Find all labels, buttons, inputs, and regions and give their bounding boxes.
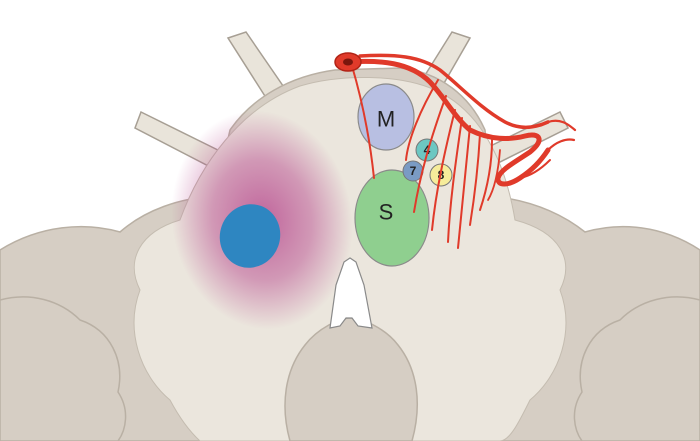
nucleus-M bbox=[357, 83, 415, 151]
artery-main-trunk bbox=[345, 58, 551, 187]
artery-right-tip-2 bbox=[546, 138, 576, 152]
artery-penetrating-5 bbox=[447, 117, 463, 243]
artery-penetrating-1 bbox=[351, 65, 375, 179]
artery-cut-lumen bbox=[343, 58, 353, 66]
artery-penetrating-3 bbox=[413, 95, 447, 213]
arterial-branches bbox=[345, 53, 577, 249]
nucleus-M-label: M bbox=[377, 107, 395, 132]
nucleus-4-label: 4 bbox=[424, 143, 431, 157]
lesion-core bbox=[219, 204, 281, 268]
artery-penetrating-7 bbox=[469, 133, 481, 226]
nucleus-4 bbox=[415, 138, 439, 162]
artery-penetrating-4 bbox=[431, 109, 456, 231]
artery-right-tip-3 bbox=[519, 159, 551, 179]
artery-right-tip-1 bbox=[546, 119, 577, 132]
artery-penetrating-8 bbox=[479, 139, 493, 211]
nucleus-S-label: S bbox=[379, 200, 394, 225]
nucleus-S bbox=[354, 169, 430, 267]
central-canal bbox=[329, 257, 373, 329]
artery-penetrating-2 bbox=[405, 79, 439, 161]
artery-penetrating-9 bbox=[487, 149, 501, 201]
outer-lobe-left bbox=[0, 296, 127, 441]
outer-lobe-right bbox=[573, 296, 700, 441]
artery-upper-branch bbox=[358, 53, 550, 129]
artery-penetrating-6 bbox=[457, 125, 471, 249]
nucleus-7-label: 7 bbox=[410, 164, 417, 178]
